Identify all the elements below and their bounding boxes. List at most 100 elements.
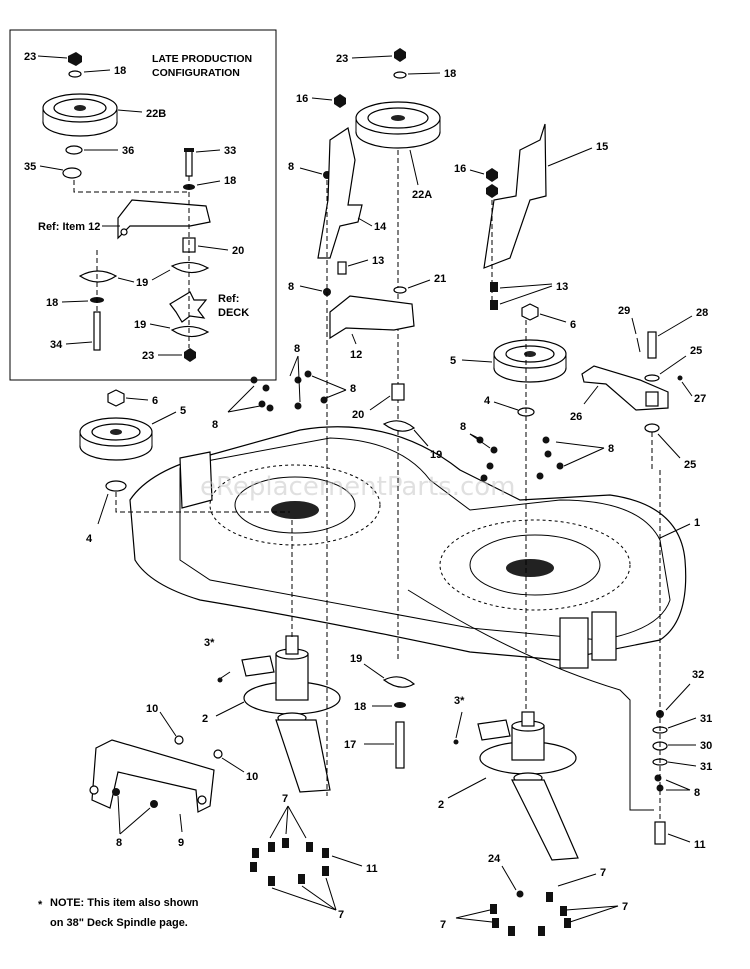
nut-group bbox=[476, 436, 564, 482]
label-7: 7 bbox=[600, 867, 606, 879]
washer-icon bbox=[644, 423, 660, 433]
label-7: 7 bbox=[622, 901, 628, 913]
inset-frame bbox=[9, 29, 277, 381]
nut-icon bbox=[486, 184, 498, 198]
bolt-icon bbox=[337, 261, 347, 275]
label-16: 16 bbox=[296, 93, 308, 105]
label-18: 18 bbox=[444, 68, 456, 80]
label-19: 19 bbox=[350, 653, 362, 665]
mower-deck-shell: eReplacementParts.com bbox=[129, 426, 687, 669]
bracket-icon bbox=[329, 295, 415, 340]
nut-icon bbox=[107, 389, 125, 407]
spindle-icon bbox=[243, 635, 341, 724]
label-26: 26 bbox=[570, 411, 582, 423]
label-24: 24 bbox=[488, 853, 501, 865]
label-21: 21 bbox=[434, 273, 446, 285]
label-8: 8 bbox=[350, 383, 356, 395]
label-4: 4 bbox=[86, 533, 93, 545]
label-23: 23 bbox=[336, 53, 348, 65]
label-18: 18 bbox=[354, 701, 366, 713]
note-asterisk: * bbox=[38, 899, 43, 911]
label-18: 18 bbox=[224, 175, 236, 187]
watermark: eReplacementParts.com bbox=[200, 472, 516, 502]
label-34: 34 bbox=[50, 339, 63, 351]
blade-icon bbox=[511, 779, 579, 861]
label-18: 18 bbox=[46, 297, 58, 309]
screw-group bbox=[250, 838, 329, 886]
nut-group bbox=[250, 370, 328, 412]
label-2: 2 bbox=[202, 713, 208, 725]
washer-icon bbox=[68, 70, 82, 78]
deck-star-icon bbox=[169, 291, 208, 323]
label-31: 31 bbox=[700, 713, 712, 725]
label-29: 29 bbox=[618, 305, 630, 317]
label-15: 15 bbox=[596, 141, 608, 153]
label-23: 23 bbox=[24, 51, 36, 63]
label-7: 7 bbox=[338, 909, 344, 921]
idler-arm-icon bbox=[317, 127, 363, 259]
label-33: 33 bbox=[224, 145, 236, 157]
nut-icon bbox=[521, 303, 539, 321]
label-22a: 22A bbox=[412, 189, 432, 201]
label-8: 8 bbox=[288, 161, 294, 173]
label-7: 7 bbox=[440, 919, 446, 931]
washer-icon bbox=[644, 374, 660, 382]
label-19: 19 bbox=[430, 449, 442, 461]
label-20: 20 bbox=[352, 409, 364, 421]
deck-bracket-icon bbox=[591, 611, 617, 661]
screw-group bbox=[490, 892, 571, 936]
inset-late-production: LATE PRODUCTION CONFIGURATION 23 18 22B … bbox=[9, 29, 277, 381]
label-17: 17 bbox=[344, 739, 356, 751]
label-1: 1 bbox=[694, 517, 700, 529]
pulley-icon bbox=[493, 339, 567, 383]
blade-icon bbox=[275, 719, 331, 793]
label-31: 31 bbox=[700, 761, 712, 773]
bolt-icon bbox=[654, 821, 666, 845]
key-icon bbox=[241, 655, 275, 677]
label-8: 8 bbox=[460, 421, 466, 433]
label-32: 32 bbox=[692, 669, 704, 681]
spacer-icon bbox=[65, 145, 83, 155]
label-12: 12 bbox=[350, 349, 362, 361]
washer-icon bbox=[393, 286, 407, 294]
label-6: 6 bbox=[570, 319, 576, 331]
pulley-icon bbox=[42, 93, 118, 137]
key-icon bbox=[477, 719, 511, 741]
shim-icon bbox=[382, 676, 416, 688]
label-11: 11 bbox=[366, 863, 378, 875]
label-8: 8 bbox=[608, 443, 614, 455]
label-11: 11 bbox=[694, 839, 706, 851]
label-4: 4 bbox=[484, 395, 491, 407]
nut-icon bbox=[394, 48, 406, 62]
label-28: 28 bbox=[696, 307, 708, 319]
shim-icon bbox=[382, 420, 416, 432]
washer-icon bbox=[394, 702, 406, 708]
nut-icon bbox=[184, 348, 196, 362]
washer-icon bbox=[393, 71, 407, 79]
label-8: 8 bbox=[212, 419, 218, 431]
hub-icon bbox=[62, 167, 82, 179]
label-16: 16 bbox=[454, 163, 466, 175]
bolt-icon bbox=[213, 749, 223, 759]
pin-icon bbox=[636, 337, 641, 353]
washer-icon bbox=[105, 480, 127, 492]
shim-icon bbox=[170, 325, 210, 338]
label-8: 8 bbox=[294, 343, 300, 355]
label-8: 8 bbox=[288, 281, 294, 293]
label-18: 18 bbox=[114, 65, 126, 77]
bolt-icon bbox=[174, 735, 184, 745]
label-13: 13 bbox=[372, 255, 384, 267]
label-35: 35 bbox=[24, 161, 36, 173]
label-22b: 22B bbox=[146, 108, 166, 120]
pulley-icon bbox=[79, 417, 153, 461]
label-19: 19 bbox=[134, 319, 146, 331]
label-8: 8 bbox=[694, 787, 700, 799]
label-14: 14 bbox=[374, 221, 387, 233]
label-20: 20 bbox=[232, 245, 244, 257]
nut-icon bbox=[334, 94, 346, 108]
spacer-icon bbox=[391, 383, 405, 401]
bracket-icon bbox=[117, 199, 211, 240]
shim-icon bbox=[170, 261, 210, 274]
pulley-icon bbox=[355, 101, 441, 149]
bolt-icon bbox=[490, 282, 498, 292]
